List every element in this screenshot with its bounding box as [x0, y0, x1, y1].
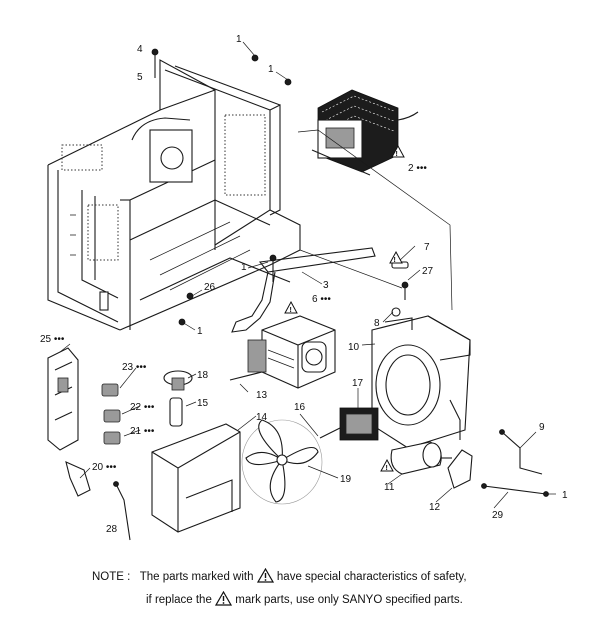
part-label-17: 17: [352, 378, 364, 389]
warning-triangle-icon: [256, 568, 274, 583]
air-guide: [151, 423, 241, 533]
part-label-8: 8: [374, 318, 380, 329]
part-label-13: 13: [256, 390, 268, 401]
part-label-2: 2 •••: [408, 163, 427, 174]
safety-note-line-1: NOTE : The parts marked with have specia…: [92, 566, 562, 589]
part-label-10: 10: [348, 342, 360, 353]
warning-mark-glyph: !: [396, 151, 398, 158]
part-label-9: 9: [539, 422, 545, 433]
part-label-1: 1: [241, 262, 247, 273]
magnetron: [229, 315, 336, 389]
warning-mark-glyph: !: [394, 257, 396, 264]
part-label-3: 3: [323, 280, 329, 291]
part-label-12: 12: [429, 502, 441, 513]
part-label-22: 22 •••: [130, 402, 155, 413]
part-label-1: 1: [236, 34, 242, 45]
part-label-27: 27: [422, 266, 434, 277]
bracket-3: [231, 247, 376, 333]
part-label-29: 29: [492, 510, 504, 521]
screws: [151, 48, 409, 326]
cabinet-frame: [47, 59, 301, 331]
part-label-28: 28: [106, 524, 118, 535]
safety-note: NOTE : The parts marked with have specia…: [92, 566, 562, 612]
part-label-19: 19: [340, 474, 352, 485]
wire-harness: [481, 429, 549, 497]
warning-mark-glyph: !: [290, 307, 292, 314]
high-voltage-transformer: [311, 89, 419, 176]
part-label-18: 18: [197, 370, 209, 381]
part-label-5: 5: [137, 72, 143, 83]
part-label-11: 11: [384, 482, 395, 493]
note-line1-before: The parts marked with: [139, 571, 254, 583]
safety-note-line-2: if replace the mark parts, use only SANY…: [92, 589, 562, 612]
fan-motor: [319, 407, 379, 441]
capacitor-bracket: [447, 449, 473, 489]
note-line2-before: if replace the: [146, 594, 212, 606]
part-label-26: 26: [204, 282, 216, 293]
part-label-16: 16: [294, 402, 306, 413]
part-label-15: 15: [197, 398, 209, 409]
warning-triangle-icon: [284, 144, 405, 472]
warning-mark-glyph: !: [386, 465, 388, 472]
leader-lines: [59, 41, 556, 509]
part-label-14: 14: [256, 412, 268, 423]
exploded-parts-diagram: ! ! ! ! 1 1 1 1 1 2 ••• 3 4 5 6 ••• 7 8 …: [40, 34, 568, 541]
part-label-1: 1: [197, 326, 203, 337]
part-label-20: 20 •••: [92, 462, 117, 473]
part-label-1: 1: [268, 64, 274, 75]
note-line1-after: have special characteristics of safety,: [276, 571, 467, 583]
thermal-cutout: [163, 370, 193, 427]
thermistor-lead: [113, 481, 131, 541]
part-label-6: 6 •••: [312, 294, 331, 305]
part-label-21: 21 •••: [130, 426, 155, 437]
micro-switches: [101, 383, 121, 445]
part-label-1: 1: [562, 490, 568, 501]
part-label-7: 7: [424, 242, 430, 253]
note-prefix: NOTE :: [92, 571, 131, 583]
warning-triangle-icon: [215, 591, 233, 606]
part-label-4: 4: [137, 44, 143, 55]
door-latch-hook: [65, 461, 91, 497]
part-labels: 1 1 1 1 1 2 ••• 3 4 5 6 ••• 7 8 9 10 11 …: [40, 34, 568, 535]
part-label-25: 25 •••: [40, 334, 65, 345]
note-line2-after: mark parts, use only SANYO specified par…: [235, 594, 463, 606]
hv-capacitor: [390, 441, 452, 475]
latch-board: [47, 347, 79, 451]
fan-blade: [241, 419, 323, 505]
fan-duct-housing: [371, 315, 471, 449]
part-label-23: 23 •••: [122, 362, 147, 373]
